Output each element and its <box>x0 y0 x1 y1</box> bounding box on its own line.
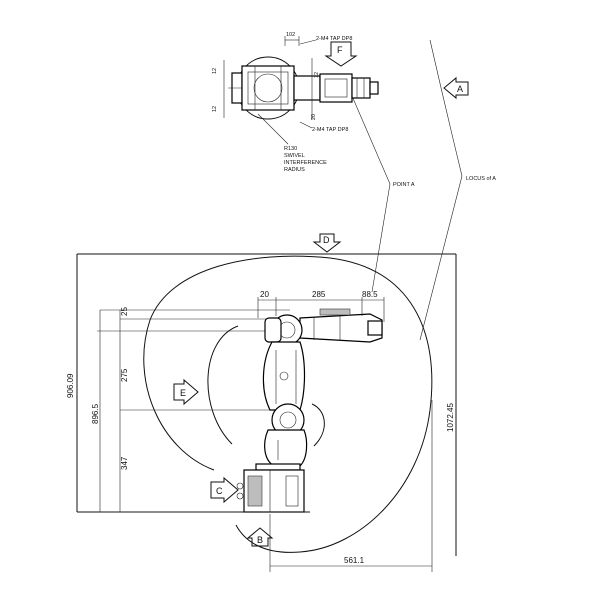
view-b-letter: B <box>257 535 263 545</box>
top-motor <box>351 77 371 99</box>
locus-a-label: LOCUS of A <box>466 176 496 182</box>
dim-top-width: 102 <box>286 32 295 38</box>
base-top-plate <box>255 463 301 471</box>
swivel-note-r: R130 <box>284 146 297 152</box>
swivel-note-line3: INTERFERENCE <box>284 160 327 166</box>
dim-285: 285 <box>312 290 326 299</box>
view-f-letter: F <box>337 45 343 55</box>
dim-275: 275 <box>120 368 129 382</box>
reference-lines <box>97 309 290 513</box>
tap-note-bottom: 2-M4 TAP DP8 <box>312 127 348 133</box>
dim-20: 20 <box>260 290 269 299</box>
top-wrist-body <box>241 65 295 111</box>
swivel-note-line2: SWIVEL <box>284 153 305 159</box>
dim-top-left-lower: 12 <box>212 106 218 112</box>
swivel-note-line4: RADIUS <box>284 167 305 173</box>
view-f-marker: F <box>324 41 358 67</box>
view-a-marker: A <box>443 76 469 100</box>
dim-88-5: 88.5 <box>362 290 378 299</box>
view-d-marker: D <box>312 233 342 253</box>
top-forearm <box>319 73 353 103</box>
tap-note-top: 2-M4 TAP DP8 <box>316 36 352 42</box>
top-arm-joint <box>293 75 321 101</box>
dim-top-right-upper: 12 <box>314 72 320 78</box>
view-e-marker: E <box>173 378 199 406</box>
callouts: POINT A LOCUS of A <box>351 39 496 341</box>
dim-561-1: 561.1 <box>344 556 365 565</box>
dim-top-right-lower: 20 <box>311 114 317 120</box>
bottom-dimension: 561.1 <box>269 400 433 572</box>
lower-link <box>264 429 308 467</box>
dim-347: 347 <box>120 456 129 470</box>
robot-side-view <box>236 308 383 513</box>
outer-frame <box>76 253 457 556</box>
locus-of-a-curve <box>143 255 433 553</box>
view-a-letter: A <box>457 84 463 94</box>
top-dimensions: 20 285 88.5 <box>257 290 385 322</box>
inner-reach-curve <box>207 325 239 445</box>
top-view: 102 12 12 12 20 2-M4 TAP DP8 2-M4 TAP DP… <box>212 32 379 173</box>
view-b-marker: B <box>246 527 274 547</box>
view-d-letter: D <box>323 235 330 245</box>
view-c-letter: C <box>216 486 223 496</box>
dim-906-09: 906.09 <box>66 373 75 398</box>
dim-1072-45: 1072.45 <box>446 403 455 432</box>
dim-25: 25 <box>120 307 129 316</box>
dim-896-5: 896.5 <box>91 403 100 424</box>
left-dimensions: 25 275 347 906.09 896.5 <box>66 307 129 470</box>
inner-elbow-curve <box>311 403 325 447</box>
upper-arm <box>262 341 306 411</box>
dim-top-left-upper: 12 <box>212 68 218 74</box>
view-c-marker: C <box>210 476 239 504</box>
right-dimension: 1072.45 <box>446 403 455 432</box>
view-e-letter: E <box>180 388 186 398</box>
point-a-label: POINT A <box>393 182 415 188</box>
